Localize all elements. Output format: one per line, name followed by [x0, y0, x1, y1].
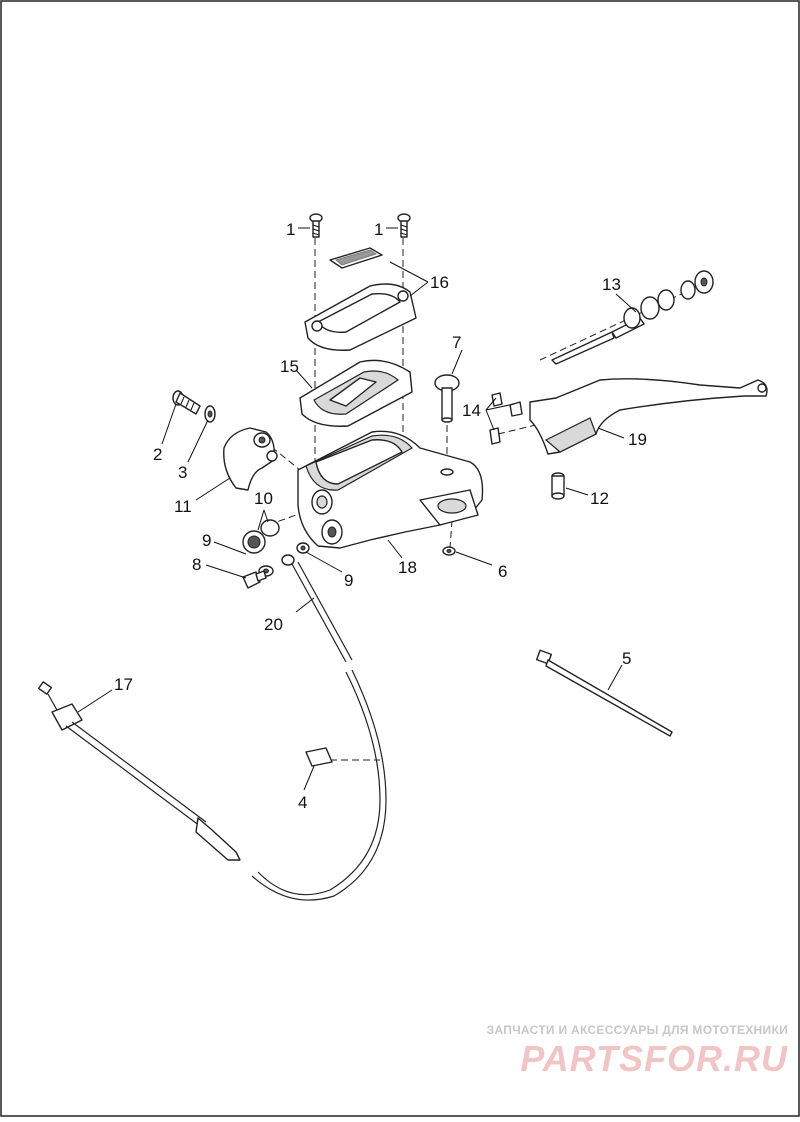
- callout-13: 13: [602, 275, 621, 294]
- callout-14: 14: [462, 401, 481, 420]
- switch-part-10: [242, 519, 280, 554]
- screw-part-1-left: [309, 213, 323, 238]
- callout-19: 19: [628, 430, 647, 449]
- callout-8: 8: [192, 555, 201, 574]
- callout-1-right: 1: [374, 220, 383, 239]
- washer-part-3: [204, 405, 216, 423]
- watermark-tagline: ЗАПЧАСТИ И АКСЕССУАРЫ ДЛЯ МОТОТЕХНИКИ: [486, 1023, 788, 1037]
- washer-part-9-right: [296, 542, 310, 554]
- callout-labels: 1 1 2 3 4 5 6 7 8 9 9 10 11 12 13 14 15 …: [114, 220, 647, 812]
- callout-11: 11: [174, 497, 192, 516]
- callout-7: 7: [452, 333, 461, 352]
- callout-4: 4: [298, 793, 307, 812]
- brake-line-part-17: [37, 681, 241, 861]
- diaphragm-part-15: [299, 359, 413, 427]
- screws-part-14: [489, 392, 523, 445]
- lever-part-19: [529, 378, 768, 455]
- callout-9-left: 9: [202, 531, 211, 550]
- clip-part-4: [305, 747, 333, 767]
- retaining-ring-part-6: [442, 546, 456, 556]
- clamp-bolt-part-2: [172, 390, 201, 415]
- callout-9-right: 9: [344, 571, 353, 590]
- pivot-pin-part-7: [434, 374, 460, 423]
- banjo-bolt-part-8: [242, 570, 267, 589]
- pin-part-12: [551, 472, 565, 500]
- clamp-part-11: [223, 427, 278, 491]
- reservoir-cover-part-16: [304, 247, 417, 351]
- callout-20: 20: [264, 615, 283, 634]
- callout-16: 16: [430, 273, 449, 292]
- watermark: ЗАПЧАСТИ И АКСЕССУАРЫ ДЛЯ МОТОТЕХНИКИ PA…: [487, 1023, 788, 1077]
- callout-15: 15: [280, 357, 299, 376]
- callout-leader-lines: [77, 227, 637, 791]
- callout-17: 17: [114, 675, 133, 694]
- callout-18: 18: [398, 558, 417, 577]
- callout-10: 10: [254, 489, 273, 508]
- master-cylinder-body-part-18: [297, 430, 484, 549]
- callout-6: 6: [498, 562, 507, 581]
- callout-2: 2: [153, 445, 162, 464]
- cable-strap-part-5: [535, 649, 673, 737]
- watermark-logo: PARTSFOR.RU: [520, 1038, 788, 1079]
- hose-part-20: [251, 554, 387, 901]
- callout-5: 5: [622, 649, 631, 668]
- screw-part-1-right: [397, 213, 411, 238]
- callout-1-left: 1: [286, 220, 295, 239]
- callout-3: 3: [178, 463, 187, 482]
- piston-assembly-part-13: [551, 270, 714, 365]
- callout-12: 12: [590, 489, 609, 508]
